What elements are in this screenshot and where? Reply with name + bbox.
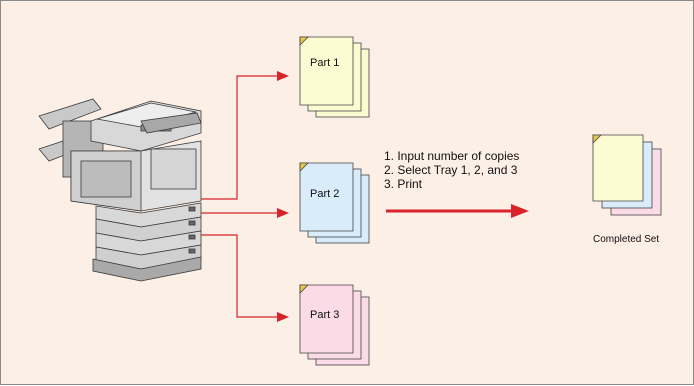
part-3-label: Part 3 xyxy=(310,309,340,321)
part-1-label: Part 1 xyxy=(310,57,340,69)
step-2: 2. Select Tray 1, 2, and 3 xyxy=(384,163,518,177)
connector-part-1 xyxy=(201,75,277,200)
connector-arrowheads xyxy=(277,71,289,322)
instruction-steps: 1. Input number of copies 2. Select Tray… xyxy=(384,149,519,191)
part-2-stack-icon xyxy=(299,162,370,244)
part-3-stack-icon xyxy=(299,284,370,366)
completed-set-stack-icon xyxy=(592,134,662,216)
step-1: 1. Input number of copies xyxy=(384,149,520,163)
process-arrow-icon xyxy=(386,204,529,218)
tray-connectors xyxy=(201,75,277,318)
completed-set-label: Completed Set xyxy=(593,234,660,245)
step-3: 3. Print xyxy=(384,177,423,191)
copier-machine-icon xyxy=(38,98,202,282)
arrowhead-part-3 xyxy=(277,312,289,322)
part-2-label: Part 2 xyxy=(310,188,340,200)
arrowhead-part-2 xyxy=(277,208,289,218)
part-1-stack-icon xyxy=(299,36,370,118)
connector-part-3 xyxy=(201,234,277,318)
arrowhead-part-1 xyxy=(277,71,289,81)
